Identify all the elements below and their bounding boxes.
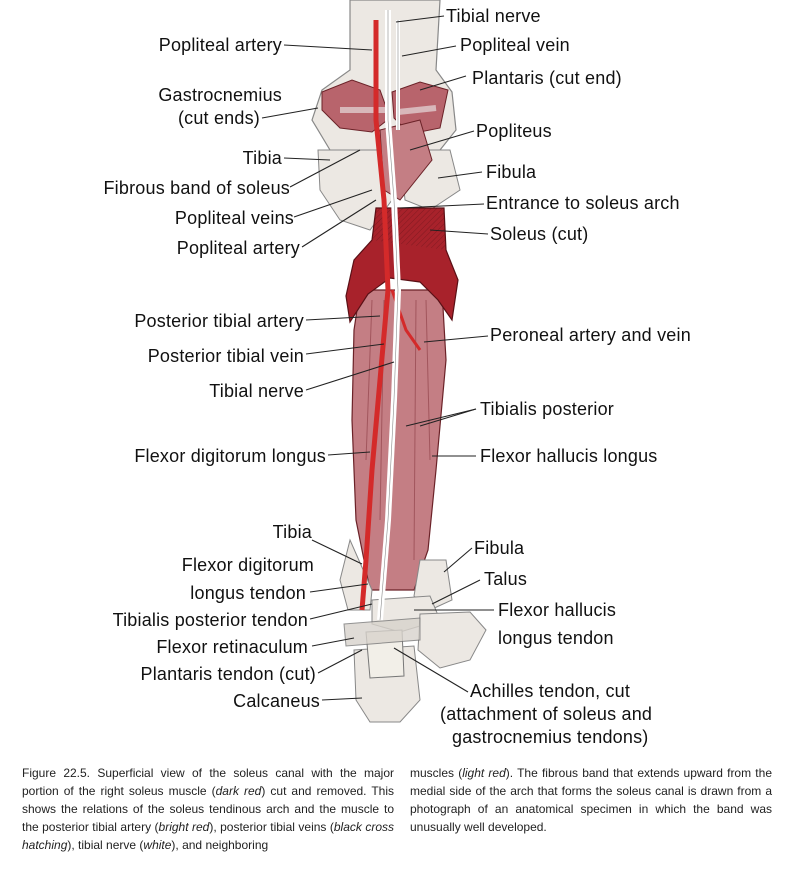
label-gastrocnemius: Gastrocnemius	[158, 85, 282, 105]
popliteal-artery	[359, 20, 391, 611]
leader-lines	[261, 15, 494, 701]
caption-italic: dark red	[215, 784, 262, 798]
caption-italic: white	[143, 838, 172, 852]
label-longus-tendon-right: longus tendon	[498, 628, 614, 648]
label-plantaris-tendon-cut: Plantaris tendon (cut)	[140, 664, 316, 684]
label-entrance-to-soleus-arch: Entrance to soleus arch	[486, 193, 680, 213]
figure-caption-left: Figure 22.5. Superficial view of the sol…	[22, 764, 394, 854]
flexor-retinaculum	[343, 617, 421, 647]
caption-text: ) cut and removed. This shows the relati…	[22, 784, 394, 834]
label-plantaris-cut-end: Plantaris (cut end)	[472, 68, 622, 88]
label-popliteal-vein: Popliteal vein	[460, 35, 570, 55]
label-tibial-nerve-right: Tibial nerve	[446, 6, 541, 26]
foot-bones	[417, 611, 487, 669]
label-posterior-tibial-vein: Posterior tibial vein	[147, 346, 304, 366]
caption-text: muscles (	[410, 766, 463, 780]
label-tibialis-posterior-tendon: Tibialis posterior tendon	[112, 610, 308, 630]
caption-text: ), tibial nerve (	[67, 838, 144, 852]
label-achilles-tendon-cut: Achilles tendon, cut	[470, 681, 631, 701]
caption-text: ), posterior tibial veins (	[209, 820, 334, 834]
label-soleus-cut: Soleus (cut)	[490, 224, 589, 244]
label-fibrous-band-of-soleus: Fibrous band of soleus	[103, 178, 290, 198]
label-popliteus: Popliteus	[476, 121, 552, 141]
label-flexor-hallucis-longus: Flexor hallucis longus	[480, 446, 658, 466]
anatomy-figure: Popliteal artery Gastrocnemius (cut ends…	[103, 0, 691, 747]
caption-text: Figure 22.5. Superficial view of the sol…	[22, 766, 394, 798]
label-fibula-upper: Fibula	[486, 162, 537, 182]
label-gastrocnemius-tendons: gastrocnemius tendons)	[452, 727, 649, 747]
caption-italic: light red	[462, 766, 506, 780]
caption-text: ). The fibrous band that extends upward …	[410, 766, 772, 834]
label-tibial-nerve-left: Tibial nerve	[209, 381, 304, 401]
label-tibia-lower: Tibia	[272, 522, 312, 542]
label-calcaneus: Calcaneus	[233, 691, 320, 711]
caption-text: ), and neighboring	[171, 838, 269, 852]
label-flexor-digitorum-longus: Flexor digitorum longus	[134, 446, 326, 466]
label-flexor-hallucis: Flexor hallucis	[498, 600, 617, 620]
figure-caption-right: muscles (light red). The fibrous band th…	[410, 764, 772, 836]
label-tibialis-posterior: Tibialis posterior	[480, 399, 614, 419]
label-popliteal-artery-lower: Popliteal artery	[176, 238, 300, 258]
label-flexor-retinaculum: Flexor retinaculum	[156, 637, 308, 657]
caption-italic: black cross hatching	[22, 820, 394, 852]
label-talus: Talus	[484, 569, 528, 589]
label-achilles-attachment: (attachment of soleus and	[440, 704, 653, 724]
label-gastrocnemius-cut-ends: (cut ends)	[177, 108, 260, 128]
label-longus-tendon-left: longus tendon	[190, 583, 306, 603]
label-peroneal-artery-and-vein: Peroneal artery and vein	[490, 325, 691, 345]
label-popliteal-veins: Popliteal veins	[174, 208, 294, 228]
leg-illustration	[261, 0, 494, 723]
label-flexor-digitorum: Flexor digitorum	[181, 555, 314, 575]
gastrocnemius-left	[321, 79, 391, 133]
caption-italic: bright red	[158, 820, 210, 834]
lower-leg-muscles	[351, 289, 447, 591]
label-posterior-tibial-artery: Posterior tibial artery	[134, 311, 304, 331]
label-popliteal-artery: Popliteal artery	[158, 35, 282, 55]
label-fibula-lower: Fibula	[474, 538, 525, 558]
label-tibia-upper: Tibia	[242, 148, 282, 168]
